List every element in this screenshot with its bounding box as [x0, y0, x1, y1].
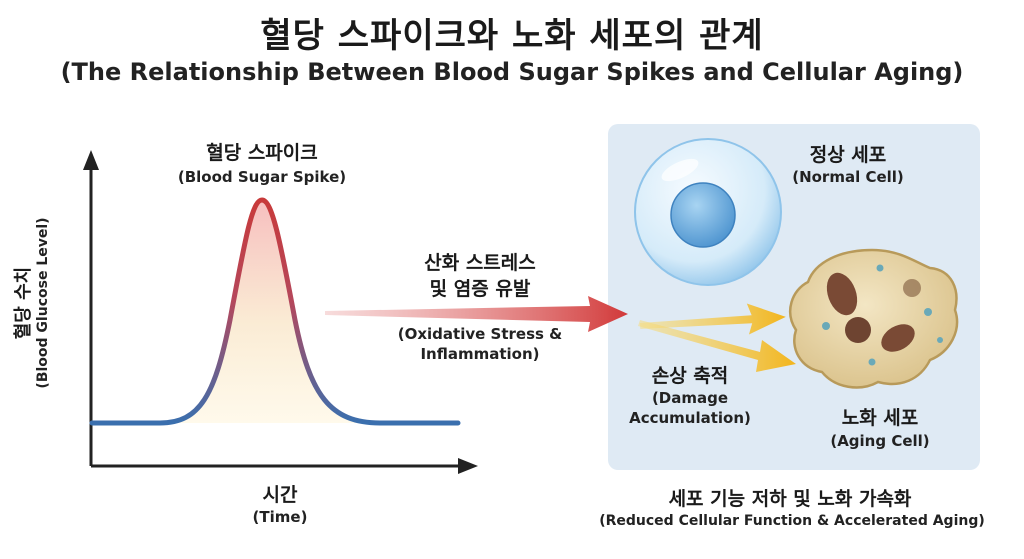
y-axis-label-korean: 혈당 수치	[13, 266, 34, 340]
conclusion-label-english: (Reduced Cellular Function & Accelerated…	[599, 513, 985, 529]
x-axis-label-english: (Time)	[252, 508, 308, 526]
oxidative-label-korean-1: 산화 스트레스	[424, 252, 536, 274]
spike-label-english: (Blood Sugar Spike)	[177, 168, 347, 186]
y-axis-label-english: (Blood Glucose Level)	[35, 217, 51, 389]
damage-label-english-1: (Damage	[651, 389, 729, 407]
oxidative-label-english-1: (Oxidative Stress &	[397, 325, 563, 343]
oxidative-label-korean-2: 및 염증 유발	[429, 278, 531, 300]
title-korean: 혈당 스파이크와 노화 세포의 관계	[260, 16, 764, 56]
normal-cell-label-english: (Normal Cell)	[792, 168, 904, 186]
spike-label-korean: 혈당 스파이크	[206, 142, 318, 164]
conclusion-label-korean: 세포 기능 저하 및 노화 가속화	[668, 488, 912, 510]
x-axis-label-korean: 시간	[262, 484, 298, 506]
damage-label-korean: 손상 축적	[651, 365, 729, 387]
y-axis-label: 혈당 수치 (Blood Glucose Level)	[9, 173, 51, 433]
oxidative-label-english-2: Inflammation)	[420, 345, 540, 363]
normal-cell-icon	[634, 138, 782, 286]
aging-cell-icon	[789, 248, 959, 389]
red-arrow	[325, 296, 628, 332]
aging-cell-label-english: (Aging Cell)	[830, 432, 930, 450]
axis-arrow	[83, 150, 478, 474]
aging-cell-label-korean: 노화 세포	[841, 407, 919, 429]
damage-label-english-2: Accumulation)	[629, 409, 751, 427]
glucose-curve	[89, 197, 461, 426]
title-english: (The Relationship Between Blood Sugar Sp…	[60, 58, 964, 86]
normal-cell-label-korean: 정상 세포	[809, 144, 887, 166]
yellow-arrows	[638, 303, 796, 372]
